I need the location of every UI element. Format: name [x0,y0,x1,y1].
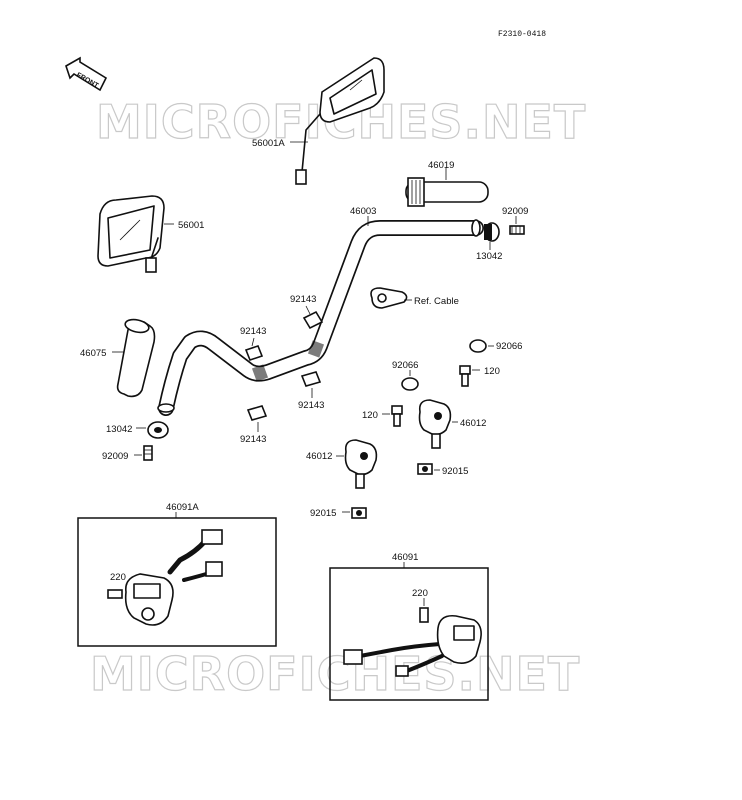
label-46012-a: 46012 [460,418,486,429]
label-120-a: 120 [484,366,500,377]
label-92066-a: 92066 [496,341,522,352]
bar-end-weight-13042-top [484,222,500,242]
cable-clamp [370,287,408,309]
box-46091 [329,567,489,701]
watermark-bottom: MICROFICHES.NET [90,647,580,701]
label-92143-a: 92143 [290,294,316,305]
label-ref-cable: Ref. Cable [414,296,459,307]
label-92015-b: 92015 [310,508,336,519]
box-46091A [77,517,277,647]
label-46012-b: 46012 [306,451,332,462]
mirror-56001A [295,57,385,185]
label-92009-top: 92009 [502,206,528,217]
bar-end-weight-13042-bottom [147,421,169,439]
label-120-b: 120 [362,410,378,421]
label-220-a: 220 [110,572,126,583]
label-92066-b: 92066 [392,360,418,371]
switch-assembly-46091A [107,529,223,626]
left-grip-46075 [116,318,156,398]
collar-92143-b [244,345,264,361]
label-13042-top: 13042 [476,251,502,262]
label-46019: 46019 [428,160,454,171]
screw-92009-top [509,225,525,235]
front-arrow-icon: FRONT [65,56,108,92]
collar-92143-a [302,310,324,330]
label-92143-d: 92143 [240,434,266,445]
bar-holder-46012-b [344,439,378,489]
label-92015-a: 92015 [442,466,468,477]
label-92143-c: 92143 [298,400,324,411]
collar-92143-c [300,371,322,387]
diagram-code: F2310-0418 [498,30,546,39]
label-46003: 46003 [350,206,376,217]
label-46075: 46075 [80,348,106,359]
handlebar-46003 [157,219,484,416]
nut-92015-a [417,463,433,475]
bar-holder-46012-a [418,399,452,449]
label-46091: 46091 [392,552,418,563]
label-56001: 56001 [178,220,204,231]
label-220-b: 220 [412,588,428,599]
label-92143-b: 92143 [240,326,266,337]
label-46091A: 46091A [166,502,199,513]
cap-92066-b [401,377,419,391]
screw-92009-bottom [143,445,153,461]
bolt-120-a [459,365,471,387]
throttle-grip-46019 [405,177,489,207]
cap-92066-a [469,339,487,353]
bolt-120-b [391,405,403,427]
collar-92143-d [246,405,268,421]
mirror-56001 [97,195,165,273]
switch-assembly-46091 [343,607,482,677]
label-92009-bottom: 92009 [102,451,128,462]
label-13042-bottom: 13042 [106,424,132,435]
nut-92015-b [351,507,367,519]
label-56001A: 56001A [252,138,285,149]
